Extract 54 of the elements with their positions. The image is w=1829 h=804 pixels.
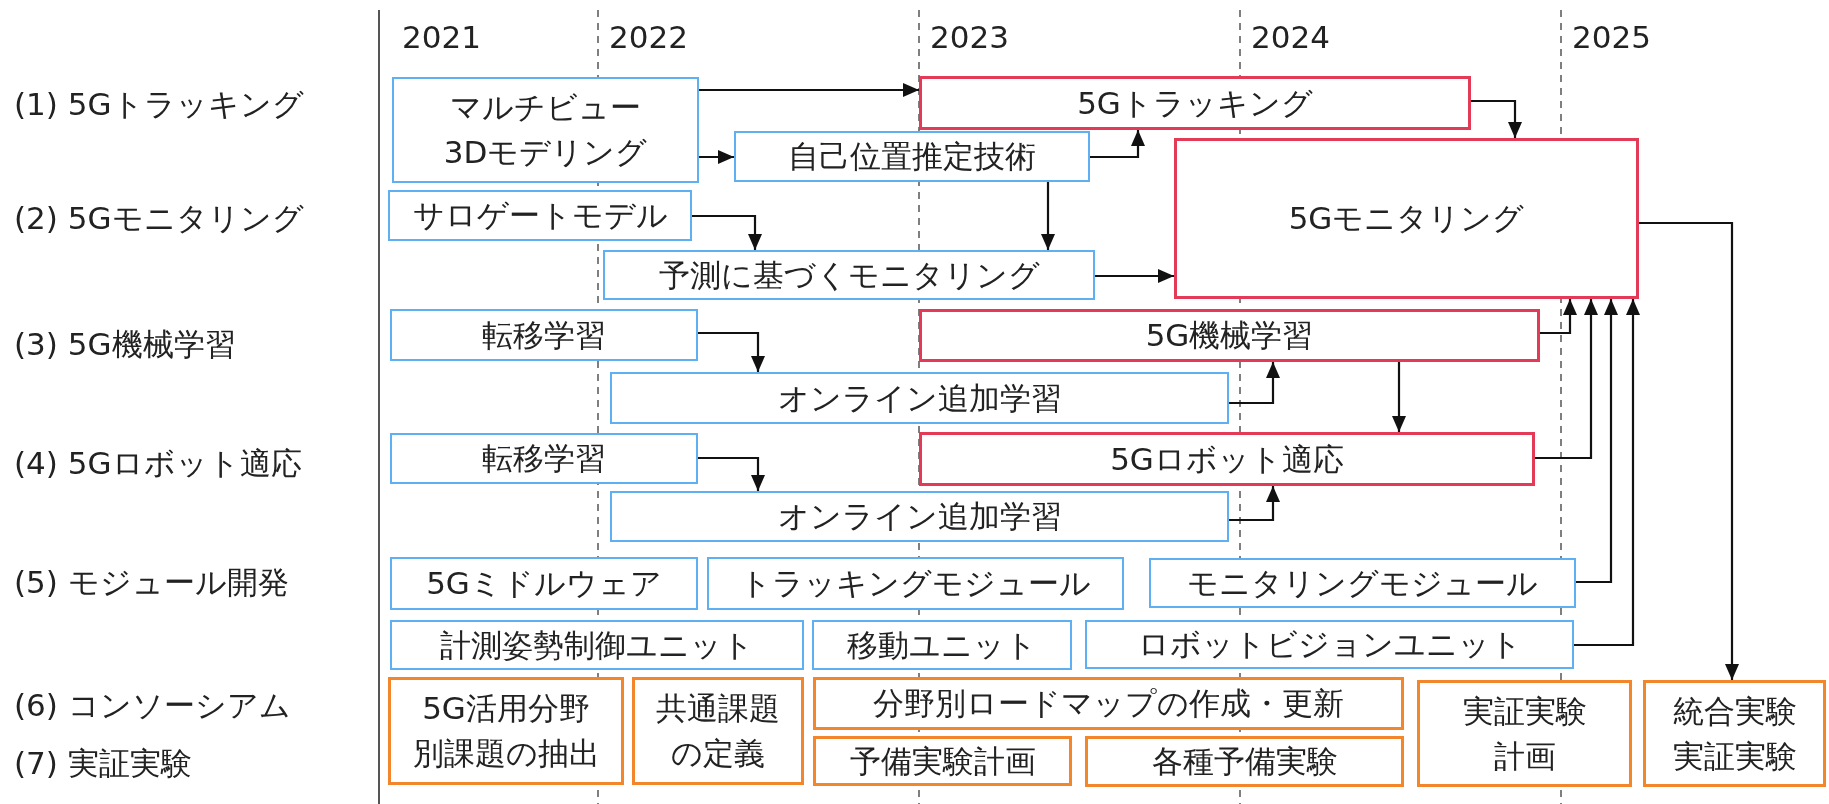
goal-box: 5G機械学習: [919, 309, 1540, 362]
arrow: [699, 83, 919, 97]
arrow: [1535, 299, 1598, 460]
row-label: (3) 5G機械学習: [14, 329, 236, 360]
arrow: [1576, 299, 1618, 584]
activity-box: 各種予備実験: [1085, 736, 1404, 787]
arrow: [1095, 269, 1174, 283]
row-label: (4) 5Gロボット適応: [14, 448, 302, 479]
arrow: [698, 331, 765, 372]
task-box: 転移学習: [390, 433, 698, 484]
arrow: [1471, 99, 1522, 138]
arrow: [1229, 486, 1280, 522]
goal-box: 5Gロボット適応: [919, 432, 1535, 486]
task-box: サロゲートモデル: [388, 190, 692, 241]
task-box: マルチビュー3Dモデリング: [392, 77, 699, 183]
arrow: [1574, 299, 1640, 647]
row-label: (7) 実証実験: [14, 748, 192, 779]
year-label: 2021: [402, 22, 481, 53]
activity-box: 共通課題の定義: [632, 677, 804, 785]
task-box: ロボットビジョンユニット: [1085, 620, 1574, 669]
task-box: 予測に基づくモニタリング: [603, 250, 1095, 300]
arrow: [1041, 182, 1055, 250]
task-box: 5Gミドルウェア: [390, 557, 698, 610]
arrow: [1090, 130, 1145, 159]
row-label: (1) 5Gトラッキング: [14, 89, 304, 120]
task-box: 自己位置推定技術: [734, 131, 1090, 182]
goal-box: 5Gモニタリング: [1174, 138, 1639, 299]
year-label: 2023: [930, 22, 1009, 53]
row-label: (6) コンソーシアム: [14, 690, 291, 721]
goal-box: 5Gトラッキング: [919, 76, 1471, 130]
activity-box: 5G活用分野別課題の抽出: [388, 677, 624, 785]
activity-box: 分野別ロードマップの作成・更新: [813, 677, 1404, 730]
task-box: トラッキングモジュール: [707, 557, 1124, 610]
arrow: [692, 214, 762, 250]
row-label: (5) モジュール開発: [14, 567, 289, 598]
activity-box: 予備実験計画: [813, 736, 1072, 786]
task-box: オンライン追加学習: [610, 372, 1229, 424]
year-label: 2025: [1572, 22, 1651, 53]
year-label: 2022: [609, 22, 688, 53]
activity-box: 統合実験実証実験: [1643, 680, 1826, 787]
task-box: 転移学習: [390, 309, 698, 361]
arrow: [1392, 362, 1406, 432]
year-label: 2024: [1251, 22, 1330, 53]
arrow: [1229, 362, 1280, 405]
arrow: [1639, 221, 1739, 680]
arrow: [1540, 299, 1577, 335]
arrow: [698, 456, 765, 491]
row-label: (2) 5Gモニタリング: [14, 203, 304, 234]
task-box: 計測姿勢制御ユニット: [390, 620, 804, 670]
activity-box: 実証実験計画: [1417, 680, 1632, 787]
task-box: 移動ユニット: [812, 620, 1072, 670]
task-box: オンライン追加学習: [610, 491, 1229, 542]
task-box: モニタリングモジュール: [1149, 558, 1576, 608]
arrow: [699, 150, 734, 164]
